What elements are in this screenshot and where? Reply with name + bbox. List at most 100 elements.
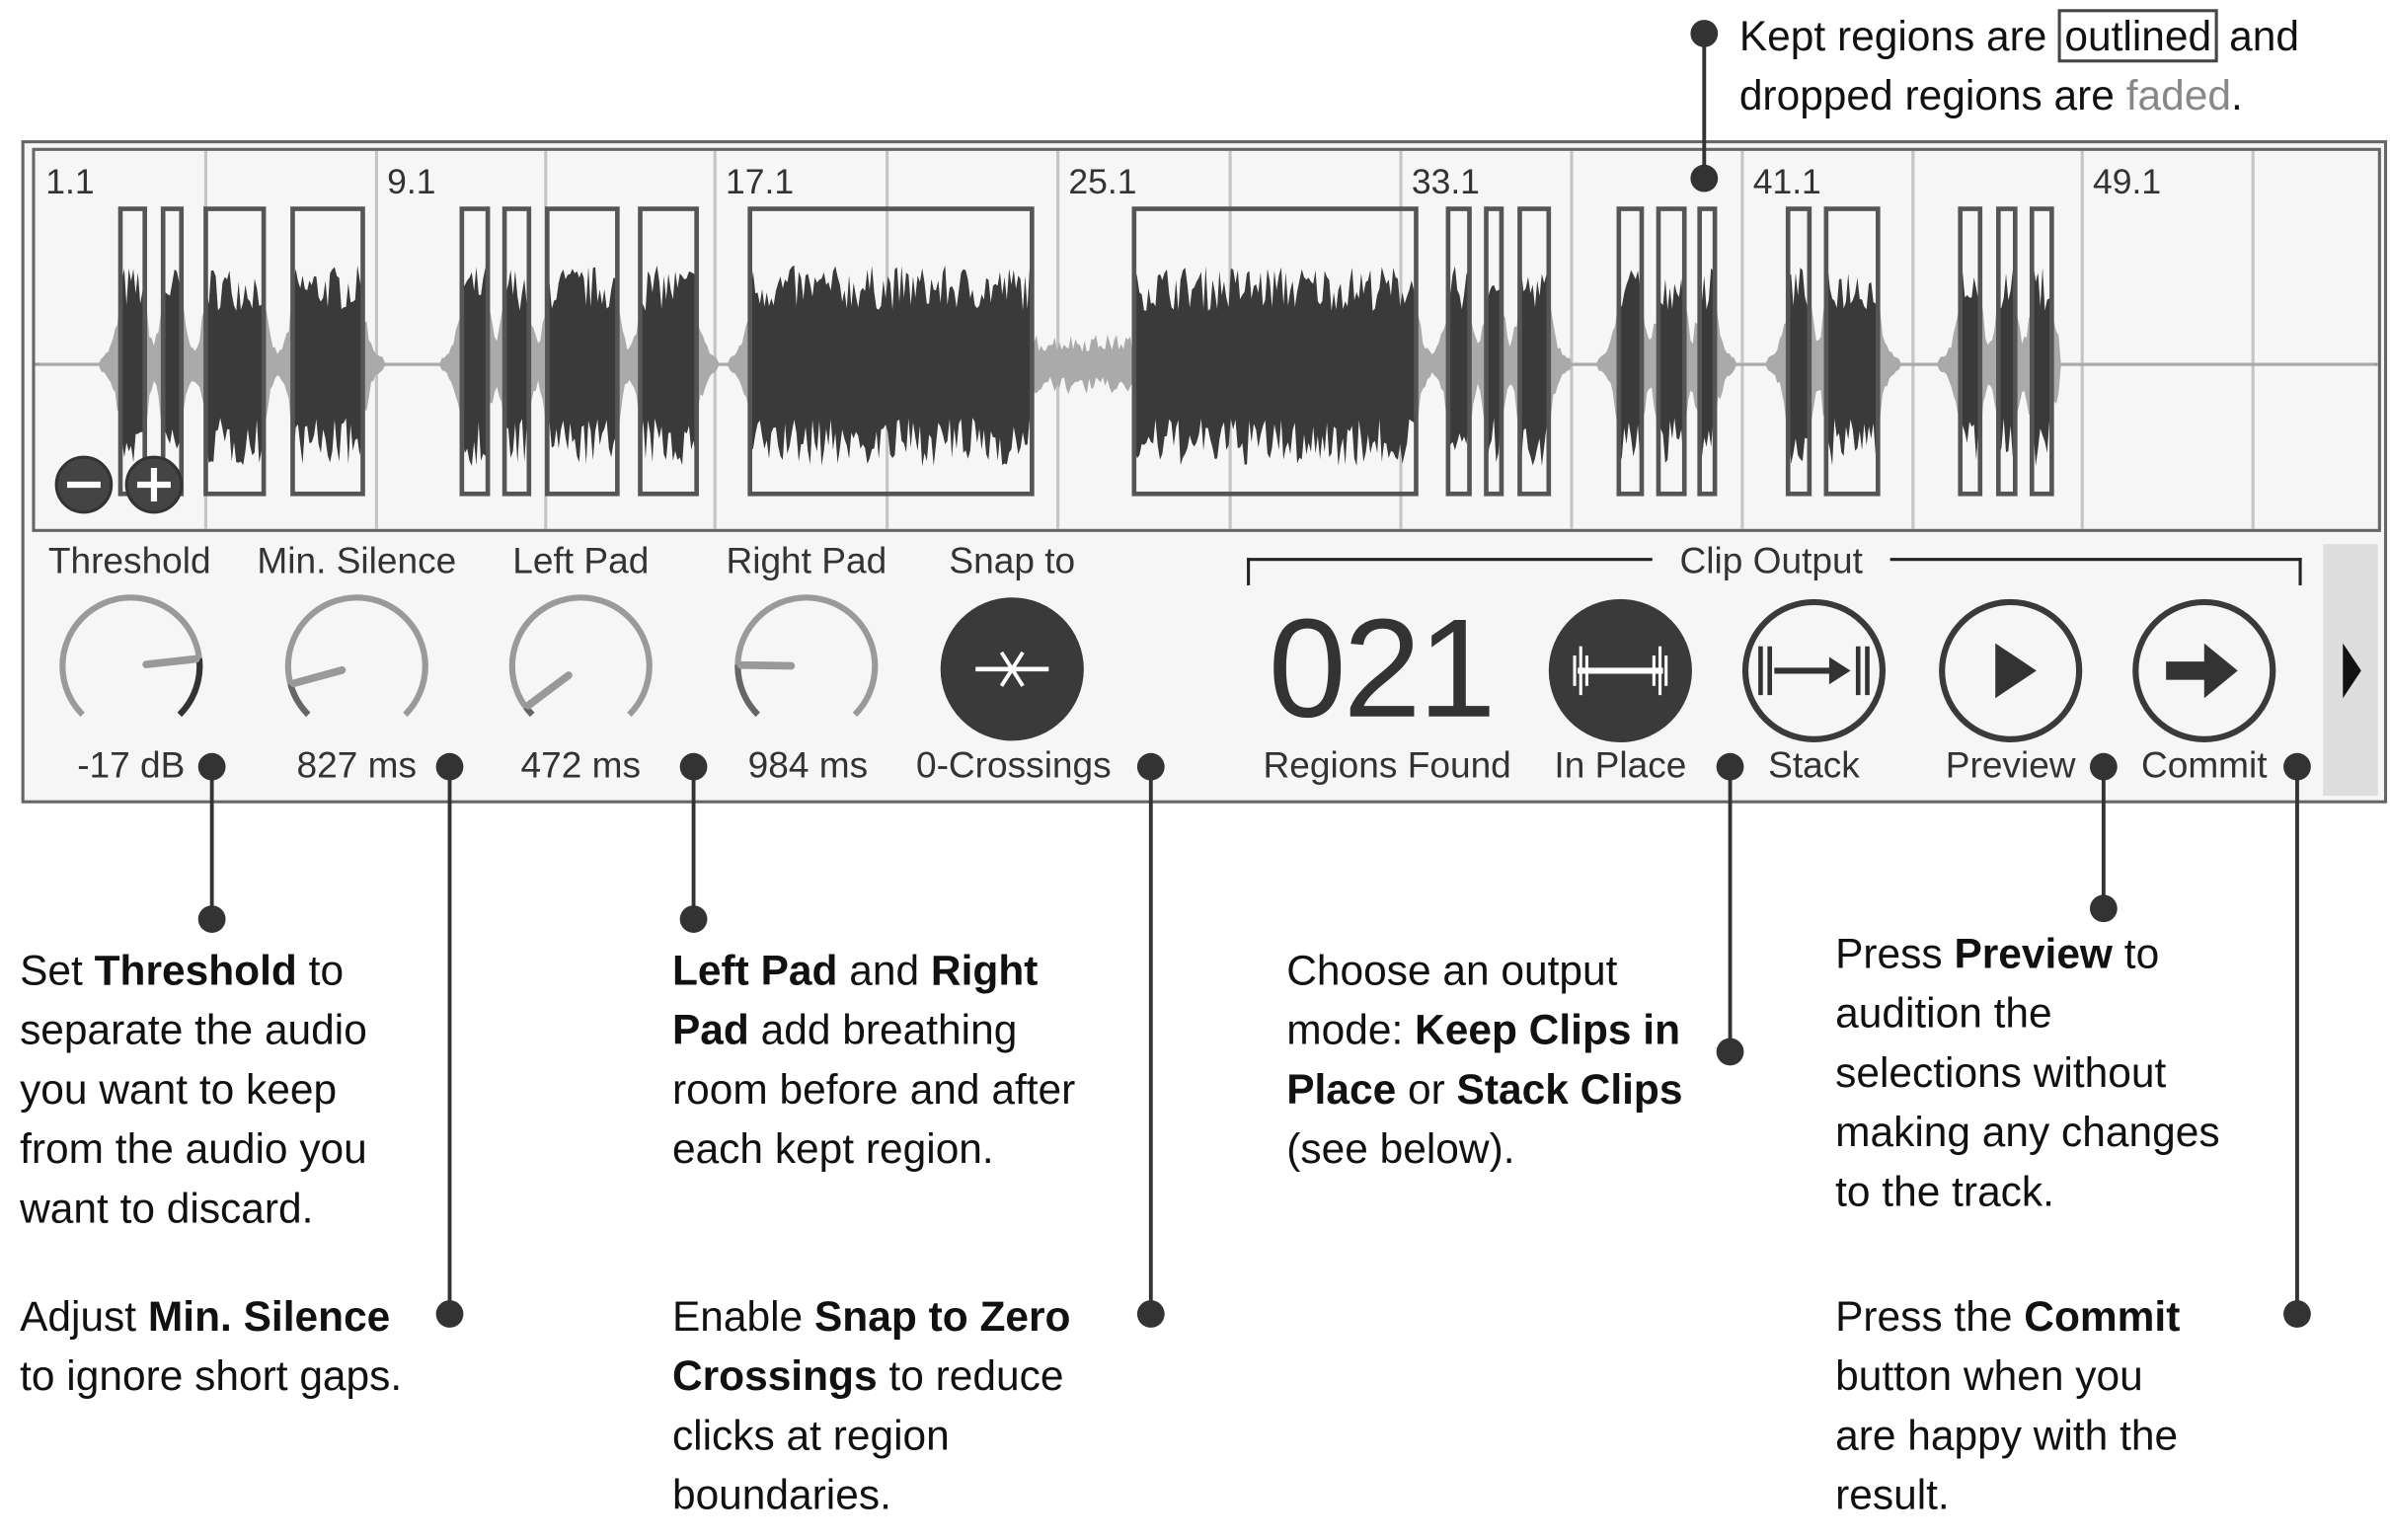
callout-dot bbox=[1690, 164, 1719, 192]
note-text: Press bbox=[1835, 929, 1955, 977]
callout-dot bbox=[1690, 20, 1719, 47]
note-text: to ignore short gaps. bbox=[20, 1351, 403, 1400]
knob-pointer bbox=[142, 654, 200, 668]
kept-region-outline[interactable] bbox=[1697, 206, 1718, 497]
note-line: Left Pad and Right bbox=[672, 941, 1075, 1000]
kept-region-outline[interactable] bbox=[545, 206, 620, 497]
kept-region-outline[interactable] bbox=[1995, 206, 2018, 497]
timeline-tick: 41.1 bbox=[1753, 162, 1821, 201]
note-emphasis: Crossings bbox=[671, 1351, 878, 1400]
zoom-in-button[interactable] bbox=[124, 455, 184, 514]
note-line: Crossings to reduce bbox=[672, 1346, 1071, 1405]
kept-region-outline[interactable] bbox=[1484, 206, 1504, 497]
kept-region-outline[interactable] bbox=[1131, 206, 1419, 497]
right-pad-label: Right Pad bbox=[726, 541, 887, 582]
kept-region-outline[interactable] bbox=[1517, 206, 1552, 497]
right-pad-knob[interactable] bbox=[734, 594, 879, 718]
kept-region-outline[interactable] bbox=[1656, 206, 1687, 497]
kept-region-outline[interactable] bbox=[1785, 206, 1812, 497]
knob-pointer bbox=[524, 671, 573, 710]
callout-dot bbox=[1716, 1038, 1744, 1066]
kept-region-outline[interactable] bbox=[1445, 206, 1472, 497]
callout-dot bbox=[197, 752, 226, 781]
callout-dot bbox=[1716, 752, 1744, 781]
outlined-example: outlined bbox=[2058, 9, 2218, 63]
note-line: selections without bbox=[1835, 1042, 2219, 1102]
callout-dot bbox=[2089, 752, 2118, 781]
note-line: Adjust Min. Silence bbox=[20, 1286, 402, 1346]
preview-button[interactable] bbox=[1939, 598, 2083, 742]
callout-dot bbox=[2089, 894, 2118, 923]
commit-button[interactable] bbox=[2132, 598, 2276, 742]
kept-region-outline[interactable] bbox=[501, 206, 532, 497]
zoom-out-button[interactable] bbox=[54, 455, 114, 514]
stack-button[interactable] bbox=[1741, 598, 1887, 742]
left-pad-knob[interactable] bbox=[508, 594, 653, 718]
note-text: or bbox=[1396, 1065, 1457, 1114]
kept-region-outline[interactable] bbox=[459, 206, 491, 497]
knob-value-arc bbox=[177, 657, 203, 718]
note-line: Choose an output bbox=[1286, 941, 1682, 1000]
preview-note: Press Preview to audition the selections w… bbox=[1835, 924, 2219, 1221]
in-place-button[interactable] bbox=[1548, 598, 1692, 742]
expand-panel-button[interactable] bbox=[2323, 544, 2378, 797]
note-emphasis: Pad bbox=[671, 1006, 749, 1053]
note-text: result. bbox=[1835, 1471, 1950, 1518]
note-line: separate the audio bbox=[20, 1000, 367, 1059]
note-text: separate the audio bbox=[20, 1006, 367, 1053]
min-silence-label: Min. Silence bbox=[257, 541, 457, 582]
callout-leader bbox=[679, 752, 708, 933]
note-emphasis: Left Pad bbox=[671, 946, 838, 994]
kept-region-outline[interactable] bbox=[2029, 206, 2054, 497]
kept-region-outline[interactable] bbox=[1616, 206, 1645, 497]
kept-region-outline[interactable] bbox=[203, 206, 267, 497]
knob-value-arc bbox=[734, 664, 760, 718]
note-line: (see below). bbox=[1286, 1118, 1682, 1178]
note-line: to ignore short gaps. bbox=[20, 1346, 402, 1405]
note-text: Set bbox=[20, 946, 95, 994]
snap-zero-crossings-button[interactable] bbox=[940, 597, 1084, 741]
kept-region-outline[interactable] bbox=[1958, 206, 1983, 497]
note-emphasis: Preview bbox=[1954, 929, 2113, 977]
note-text: to the track. bbox=[1835, 1167, 2054, 1215]
callout-dot bbox=[2283, 1300, 2311, 1328]
note-line: Press the Commit bbox=[1835, 1286, 2180, 1346]
callout-leader bbox=[1716, 752, 1744, 1066]
callout-dot bbox=[435, 752, 464, 781]
note-emphasis: Min. Silence bbox=[147, 1292, 391, 1341]
note-text: Enable bbox=[671, 1292, 814, 1341]
kept-region-outline[interactable] bbox=[638, 206, 699, 497]
threshold-knob[interactable] bbox=[59, 594, 203, 718]
kept-region-outline[interactable] bbox=[290, 206, 365, 497]
note-text: making any changes bbox=[1835, 1108, 2220, 1156]
min-silence-knob[interactable] bbox=[284, 594, 428, 718]
note-emphasis: Commit bbox=[2024, 1292, 2181, 1341]
note-text: selections without bbox=[1835, 1048, 2167, 1097]
stack-icon bbox=[1741, 598, 1887, 742]
kept-region-outline[interactable] bbox=[1823, 206, 1881, 497]
callout-leader bbox=[2283, 752, 2311, 1328]
note-emphasis: Stack Clips bbox=[1456, 1065, 1683, 1114]
kept-region-outline[interactable] bbox=[747, 206, 1035, 497]
callout-dot bbox=[197, 905, 226, 933]
note-text: and bbox=[837, 946, 931, 994]
note-emphasis: Threshold bbox=[94, 946, 297, 994]
note-text: you want to keep bbox=[20, 1065, 338, 1114]
regions-found-label: Regions Found bbox=[1263, 745, 1511, 787]
left-pad-value: 472 ms bbox=[520, 745, 642, 787]
note-line: audition the bbox=[1835, 983, 2219, 1042]
note-text: want to discard. bbox=[20, 1184, 314, 1232]
faded-example: faded bbox=[2125, 71, 2231, 119]
note-text: add breathing bbox=[748, 1006, 1018, 1053]
knob-track bbox=[734, 594, 879, 718]
note-text: and bbox=[2217, 12, 2299, 60]
note-text: to bbox=[2112, 929, 2160, 977]
note-text: room before and after bbox=[671, 1065, 1076, 1114]
arrow-right-icon bbox=[2132, 598, 2276, 742]
note-text: Choose an output bbox=[1286, 946, 1618, 994]
callout-leader bbox=[1690, 20, 1719, 192]
